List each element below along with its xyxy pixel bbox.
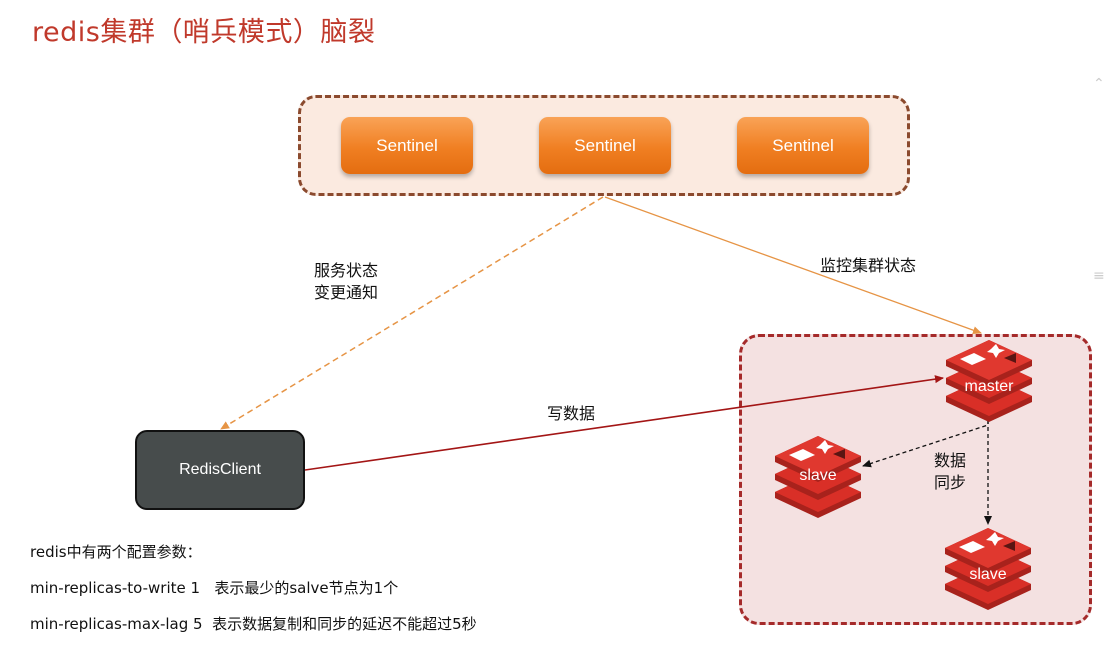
side-menu-icon[interactable]: ≡ bbox=[1093, 268, 1105, 284]
write-label: 写数据 bbox=[547, 404, 596, 423]
sync-label: 数据 同步 bbox=[928, 450, 972, 494]
sync-label-line1: 数据 bbox=[933, 451, 966, 470]
page-title: redis集群（哨兵模式）脑裂 bbox=[32, 17, 376, 48]
sentinel-node-3[interactable]: Sentinel bbox=[737, 117, 869, 174]
slave-bottom-redis-icon bbox=[945, 528, 1031, 610]
master-label: master bbox=[964, 378, 1014, 395]
notify-label-line1: 服务状态 bbox=[314, 261, 379, 280]
redis-client-node[interactable]: RedisClient bbox=[135, 430, 305, 510]
master-redis-icon bbox=[946, 340, 1032, 422]
config-notes: redis中有两个配置参数： min-replicas-to-write 1 表… bbox=[30, 542, 477, 650]
notes-min-replicas-max-lag: min-replicas-max-lag 5 表示数据复制和同步的延迟不能超过5… bbox=[30, 615, 477, 633]
notes-min-replicas-to-write: min-replicas-to-write 1 表示最少的salve节点为1个 bbox=[30, 579, 399, 597]
slave-left-redis-icon bbox=[775, 436, 861, 518]
notes-intro: redis中有两个配置参数： bbox=[30, 543, 202, 561]
slave-bottom-label: slave bbox=[969, 566, 1007, 583]
notify-label-line2: 变更通知 bbox=[314, 283, 379, 302]
sync-label-line2: 同步 bbox=[933, 473, 966, 492]
notify-arrow bbox=[220, 196, 604, 430]
sentinel-node-2[interactable]: Sentinel bbox=[539, 117, 671, 174]
slave-left-label: slave bbox=[799, 467, 837, 484]
sentinel-node-1[interactable]: Sentinel bbox=[341, 117, 473, 174]
monitor-arrow bbox=[604, 196, 982, 335]
write-arrow bbox=[304, 375, 944, 471]
side-scroll-up-icon[interactable]: ⌃ bbox=[1093, 76, 1105, 92]
monitor-label: 监控集群状态 bbox=[820, 256, 917, 275]
notify-label: 服务状态 变更通知 bbox=[314, 260, 378, 304]
